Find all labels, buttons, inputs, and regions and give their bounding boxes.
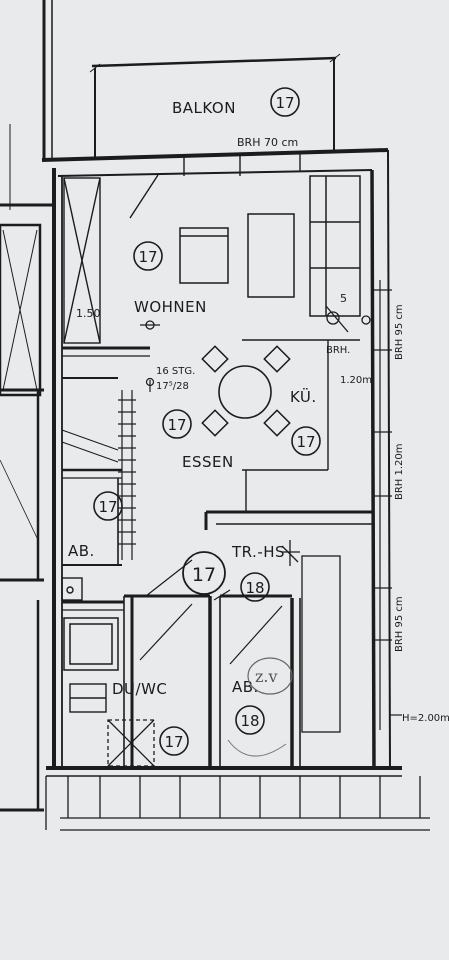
room-label-kueche: KÜ. bbox=[290, 387, 317, 406]
room-number-tr-hs: 18 bbox=[240, 572, 270, 602]
wardrobe bbox=[63, 177, 101, 344]
outer-walls bbox=[41, 148, 402, 777]
right-dimension-lines bbox=[374, 280, 402, 730]
chimney-number: 5 bbox=[340, 292, 347, 305]
chimney bbox=[325, 305, 371, 333]
pencil-sketch bbox=[227, 739, 287, 757]
bottom-terrace bbox=[45, 776, 430, 831]
room-number-flur: 17 bbox=[182, 551, 226, 595]
room-number-essen: 17 bbox=[162, 409, 192, 439]
dining-table bbox=[218, 365, 272, 419]
shower-tray bbox=[107, 719, 155, 767]
room-number-wohnen: 17 bbox=[133, 241, 163, 271]
sink-counter bbox=[63, 617, 119, 671]
room-number-balkon: 17 bbox=[270, 87, 300, 117]
sofa bbox=[309, 175, 361, 317]
room-number-ab-lower: 18 bbox=[235, 705, 265, 735]
svg-text:17: 17 bbox=[138, 248, 157, 266]
svg-text:17: 17 bbox=[296, 433, 315, 451]
stairs-count: 16 STG. bbox=[156, 366, 195, 377]
tr-hs-fixtures bbox=[281, 540, 341, 733]
stairs-ratio: 17⁵/28 bbox=[156, 381, 189, 392]
level-marker bbox=[140, 320, 160, 330]
meter-box bbox=[61, 577, 83, 601]
brh-right-low: BRH 95 cm bbox=[394, 596, 405, 652]
svg-text:17: 17 bbox=[167, 416, 186, 434]
left-neighbor-walls bbox=[0, 0, 53, 812]
dim-150: 1.50 bbox=[76, 307, 101, 320]
svg-text:z.v: z.v bbox=[255, 667, 278, 686]
dim-120m: 1.20m bbox=[340, 375, 372, 386]
room-label-ab-upper: AB. bbox=[68, 542, 95, 560]
balcony-door bbox=[129, 152, 301, 219]
svg-text:17: 17 bbox=[164, 733, 183, 751]
brh-right-top: BRH 95 cm bbox=[394, 304, 405, 360]
svg-text:17: 17 bbox=[275, 94, 294, 112]
room-number-kueche: 17 bbox=[291, 426, 321, 456]
svg-text:18: 18 bbox=[240, 712, 259, 730]
staircase bbox=[61, 377, 155, 560]
coffee-table bbox=[247, 213, 295, 298]
dining-chairs bbox=[201, 345, 291, 437]
pencil-circle: z.v bbox=[247, 657, 293, 695]
room-number-du-wc: 17 bbox=[159, 726, 189, 756]
interior-walls bbox=[62, 339, 372, 768]
room-label-tr-hs: TR.-HS bbox=[231, 543, 285, 561]
brh-small-note: BRH. bbox=[326, 345, 350, 356]
room-label-ab-lower: AB. bbox=[232, 678, 259, 696]
svg-text:17: 17 bbox=[98, 498, 117, 516]
room-label-balkon: BALKON bbox=[172, 99, 236, 117]
room-number-ab-upper: 17 bbox=[93, 491, 123, 521]
balcony bbox=[89, 53, 341, 157]
entry-door-swings bbox=[139, 559, 283, 665]
room-label-essen: ESSEN bbox=[182, 453, 234, 471]
height-note: H=2.00m bbox=[402, 713, 449, 724]
room-label-du-wc: DU/WC bbox=[112, 680, 167, 698]
svg-text:18: 18 bbox=[245, 579, 264, 597]
brh-right-mid: BRH 1.20m bbox=[394, 443, 405, 500]
armchair-left bbox=[179, 227, 229, 284]
room-label-wohnen: WOHNEN bbox=[134, 298, 207, 316]
svg-text:17: 17 bbox=[192, 564, 216, 586]
toilet bbox=[69, 683, 107, 713]
brh-balkon-note: BRH 70 cm bbox=[237, 136, 298, 149]
